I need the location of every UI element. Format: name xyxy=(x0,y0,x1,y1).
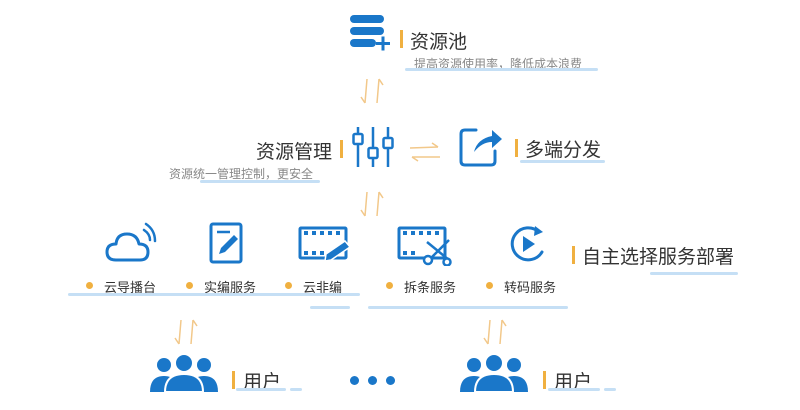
management-underline xyxy=(200,180,320,183)
multi-title: 多端分发 xyxy=(525,139,602,161)
bullet-dot xyxy=(186,282,193,289)
user-label: 用户 xyxy=(243,371,282,393)
multi-underline xyxy=(520,160,605,163)
film-edit-icon xyxy=(298,226,352,262)
vertical-swap-arrow-icon xyxy=(360,78,384,104)
vertical-swap-arrow-icon xyxy=(174,319,198,345)
group-underline-right xyxy=(368,306,568,309)
management-title: 资源管理 xyxy=(256,141,333,163)
deploy-title: 自主选择服务部署 xyxy=(582,246,735,268)
users-group-icon xyxy=(150,353,218,392)
bullet-dot xyxy=(285,282,292,289)
service-label: 实编服务 xyxy=(204,281,257,296)
deploy-accent-bar xyxy=(572,246,575,264)
edit-document-icon xyxy=(209,222,243,264)
database-add-icon xyxy=(350,15,390,51)
users-group-icon xyxy=(460,353,528,392)
share-icon xyxy=(459,128,502,167)
user-underline xyxy=(236,388,286,391)
film-cut-icon xyxy=(397,226,452,266)
vertical-swap-arrow-icon xyxy=(360,191,384,217)
sliders-icon xyxy=(352,127,394,167)
ellipsis-dot xyxy=(386,376,395,385)
bullet-dot xyxy=(386,282,393,289)
group-underline-left-short xyxy=(310,306,350,309)
user-underline-short xyxy=(290,388,302,391)
multi-accent-bar xyxy=(515,139,518,157)
pool-underline xyxy=(405,68,598,71)
user-accent-bar xyxy=(543,371,546,389)
user-underline-short xyxy=(604,388,616,391)
service-label: 转码服务 xyxy=(504,281,557,296)
horizontal-swap-arrow-icon xyxy=(409,142,440,162)
pool-subtitle: 提高资源使用率，降低成本浪费 xyxy=(414,57,583,71)
management-subtitle: 资源统一管理控制，更安全 xyxy=(169,167,314,181)
user-underline xyxy=(548,388,600,391)
bullet-dot xyxy=(86,282,93,289)
group-underline-left xyxy=(68,293,360,296)
user-accent-bar xyxy=(232,371,235,389)
pool-title: 资源池 xyxy=(410,31,468,53)
ellipsis-dot xyxy=(368,376,377,385)
pool-accent-bar xyxy=(400,30,403,48)
ellipsis-dot xyxy=(350,376,359,385)
service-label: 拆条服务 xyxy=(404,281,457,296)
management-accent-bar xyxy=(340,140,343,158)
refresh-play-icon xyxy=(510,226,544,262)
cloud-signal-icon xyxy=(105,222,157,262)
deploy-underline xyxy=(650,272,738,275)
vertical-swap-arrow-icon xyxy=(483,319,507,345)
service-label: 云非编 xyxy=(303,281,343,296)
service-label: 云导播台 xyxy=(104,281,157,296)
bullet-dot xyxy=(486,282,493,289)
user-label: 用户 xyxy=(554,371,593,393)
